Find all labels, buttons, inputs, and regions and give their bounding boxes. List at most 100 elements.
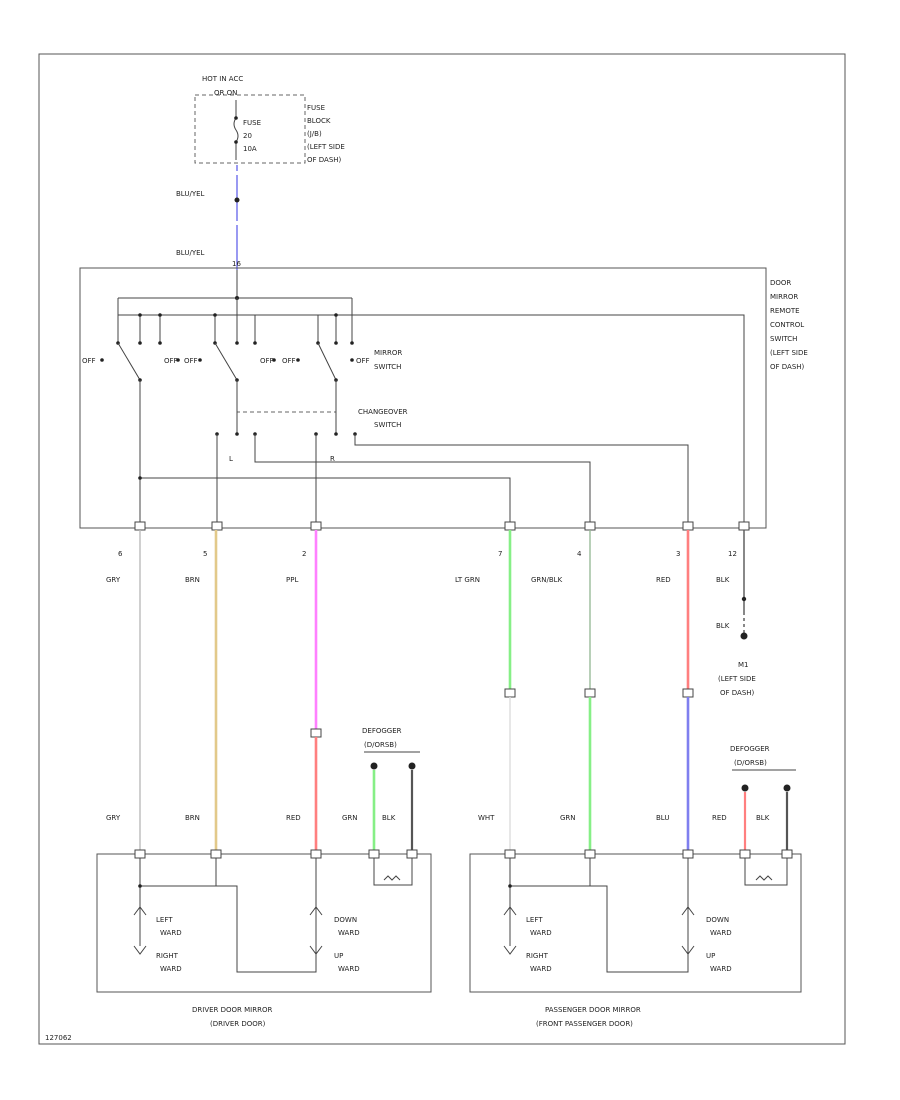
svg-text:BRN: BRN: [185, 576, 200, 584]
changeover-label-2: SWITCH: [374, 421, 401, 429]
svg-text:WARD: WARD: [338, 929, 360, 937]
fuse-label-2: 20: [243, 132, 252, 140]
svg-text:GRN/BLK: GRN/BLK: [531, 576, 563, 584]
wire-label-blu-yel-1: BLU/YEL: [176, 190, 205, 198]
driver-mirror-label-1: DRIVER DOOR MIRROR: [192, 1006, 272, 1014]
svg-text:2: 2: [302, 550, 306, 558]
svg-text:REMOTE: REMOTE: [770, 307, 800, 315]
svg-text:OF DASH): OF DASH): [770, 363, 805, 371]
fuse-block-label-4: (LEFT SIDE: [307, 143, 345, 151]
hot-label-1: HOT IN ACC: [202, 75, 243, 83]
svg-text:WARD: WARD: [710, 965, 732, 973]
svg-text:WARD: WARD: [160, 929, 182, 937]
svg-text:GRN: GRN: [342, 814, 358, 822]
svg-text:BLU: BLU: [656, 814, 669, 822]
wire-label-blu-yel-2: BLU/YEL: [176, 249, 205, 257]
svg-text:LEFT: LEFT: [526, 916, 543, 924]
motor-left-right-icon: [503, 906, 517, 955]
defogger-driver: DEFOGGER (D/ORSB): [362, 727, 420, 852]
driver-door-mirror: LEFT WARD RIGHT WARD DOWN WARD UP WARD D…: [96, 849, 432, 1028]
fuse-label-1: FUSE: [243, 119, 261, 127]
svg-text:LEFT: LEFT: [156, 916, 173, 924]
passenger-door-mirror: LEFT WARD RIGHT WARD DOWN WARD UP WARD P…: [469, 849, 802, 1028]
svg-text:(LEFT SIDE: (LEFT SIDE: [770, 349, 808, 357]
pin-top: 16: [232, 260, 241, 268]
svg-text:(D/ORSB): (D/ORSB): [734, 759, 767, 767]
svg-text:UP: UP: [334, 952, 343, 960]
ground-label-2: (LEFT SIDE: [718, 675, 756, 683]
svg-text:DOOR: DOOR: [770, 279, 791, 287]
ground-icon: [740, 632, 748, 640]
harness-wires: [139, 530, 748, 852]
svg-text:3: 3: [676, 550, 680, 558]
svg-text:PPL: PPL: [286, 576, 298, 584]
svg-text:GRN: GRN: [560, 814, 576, 822]
fuse-block: HOT IN ACC OR ON FUSE 20 10A FUSE BLOCK …: [194, 75, 345, 164]
fuse-label-3: 10A: [243, 145, 257, 153]
svg-text:12: 12: [728, 550, 737, 558]
passenger-mirror-label-1: PASSENGER DOOR MIRROR: [545, 1006, 641, 1014]
switch-connector: 6 5 2 7 4 3 12: [118, 521, 750, 558]
svg-text:RED: RED: [712, 814, 727, 822]
passenger-mirror-label-2: (FRONT PASSENGER DOOR): [536, 1020, 633, 1028]
ground-label-3: OF DASH): [720, 689, 755, 697]
svg-text:BLK: BLK: [756, 814, 770, 822]
svg-text:WARD: WARD: [160, 965, 182, 973]
mirror-switch-label-1: MIRROR: [374, 349, 402, 357]
motor-up-down-icon: [681, 906, 695, 955]
defogger-passenger: DEFOGGER (D/ORSB): [730, 745, 796, 852]
svg-text:(D/ORSB): (D/ORSB): [364, 741, 397, 749]
remote-control-switch-box: [79, 267, 767, 529]
svg-text:WARD: WARD: [338, 965, 360, 973]
fuse-icon: [233, 100, 239, 160]
switch-unit-label: DOOR MIRROR REMOTE CONTROL SWITCH (LEFT …: [770, 279, 808, 371]
mirror-switch-label-2: SWITCH: [374, 363, 401, 371]
svg-text:DEFOGGER: DEFOGGER: [362, 727, 402, 735]
svg-text:6: 6: [118, 550, 123, 558]
svg-text:DEFOGGER: DEFOGGER: [730, 745, 770, 753]
svg-text:5: 5: [203, 550, 207, 558]
svg-text:WARD: WARD: [530, 929, 552, 937]
heater-icon: [755, 875, 773, 881]
heater-icon: [383, 875, 401, 881]
svg-text:DOWN: DOWN: [334, 916, 357, 924]
mirror-switch: OFF OFF OFF OFF OFF OFF MIRROR SWITCH: [82, 270, 745, 525]
svg-text:MIRROR: MIRROR: [770, 293, 798, 301]
ground-wire-label: BLK: [716, 622, 730, 630]
svg-text:RED: RED: [286, 814, 301, 822]
svg-text:WARD: WARD: [710, 929, 732, 937]
svg-text:4: 4: [577, 550, 582, 558]
figure-id: 127062: [45, 1034, 72, 1042]
svg-text:UP: UP: [706, 952, 715, 960]
svg-text:7: 7: [498, 550, 502, 558]
changeover-switch: L R CHANGEOVER SWITCH: [138, 380, 689, 525]
motor-up-down-icon: [309, 906, 323, 955]
svg-text:OFF: OFF: [164, 357, 178, 365]
motor-left-right-icon: [133, 906, 147, 955]
hot-label-2: OR ON: [214, 89, 237, 97]
svg-text:RIGHT: RIGHT: [526, 952, 549, 960]
svg-text:DOWN: DOWN: [706, 916, 729, 924]
svg-text:R: R: [330, 455, 335, 463]
fuse-block-label-3: (J/B): [307, 130, 322, 138]
svg-text:SWITCH: SWITCH: [770, 335, 797, 343]
svg-text:OFF: OFF: [282, 357, 296, 365]
diagram-frame: [38, 53, 846, 1045]
svg-text:WHT: WHT: [478, 814, 495, 822]
svg-text:BRN: BRN: [185, 814, 200, 822]
svg-text:BLK: BLK: [382, 814, 396, 822]
svg-text:RIGHT: RIGHT: [156, 952, 179, 960]
svg-text:CONTROL: CONTROL: [770, 321, 804, 329]
lower-wire-labels-driver: GRY BRN RED GRN BLK: [106, 814, 396, 822]
svg-text:BLK: BLK: [716, 576, 730, 584]
svg-text:OFF: OFF: [260, 357, 274, 365]
svg-text:RED: RED: [656, 576, 671, 584]
fuse-block-label-2: BLOCK: [307, 117, 331, 125]
svg-text:GRY: GRY: [106, 576, 121, 584]
svg-text:OFF: OFF: [82, 357, 96, 365]
fuse-block-label-1: FUSE: [307, 104, 325, 112]
ground-label-1: M1: [738, 661, 749, 669]
svg-text:GRY: GRY: [106, 814, 121, 822]
fuse-block-label-5: OF DASH): [307, 156, 342, 164]
